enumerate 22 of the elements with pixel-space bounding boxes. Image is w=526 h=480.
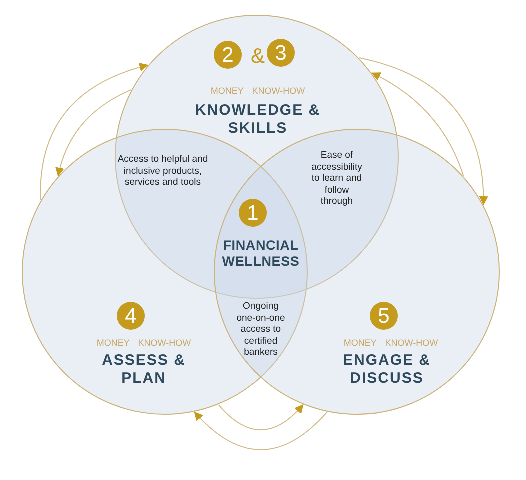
curved-arrow (218, 404, 304, 431)
category-label: MONEY KNOW-HOW (210, 86, 306, 97)
ampersand: & (250, 45, 266, 69)
number-badge: 4 (117, 302, 145, 330)
category-label: MONEY KNOW-HOW (96, 338, 192, 349)
overlap-description: Access to helpful and inclusive products, services and tools (116, 154, 210, 188)
curved-arrow (56, 90, 132, 177)
curved-arrow (194, 412, 328, 450)
center-title: FINANCIAL WELLNESS (221, 238, 301, 270)
curved-arrow (40, 63, 149, 201)
number-badge: 5 (370, 302, 398, 330)
number-badge: 1 (239, 199, 267, 227)
category-label: MONEY KNOW-HOW (342, 338, 440, 349)
circle-title: ASSESS & PLAN (101, 352, 187, 388)
number-badge: 3 (267, 39, 295, 67)
overlap-description: Ease of accessibility to learn and follow through (310, 150, 364, 208)
circle-title: ENGAGE & DISCUSS (342, 352, 432, 388)
curved-arrow (372, 72, 464, 176)
curved-arrow (359, 58, 488, 206)
number-badge: 2 (214, 41, 242, 69)
circle-title: KNOWLEDGE & SKILLS (194, 102, 322, 138)
overlap-description: Ongoing one-on-one access to certified bankers (236, 301, 286, 358)
